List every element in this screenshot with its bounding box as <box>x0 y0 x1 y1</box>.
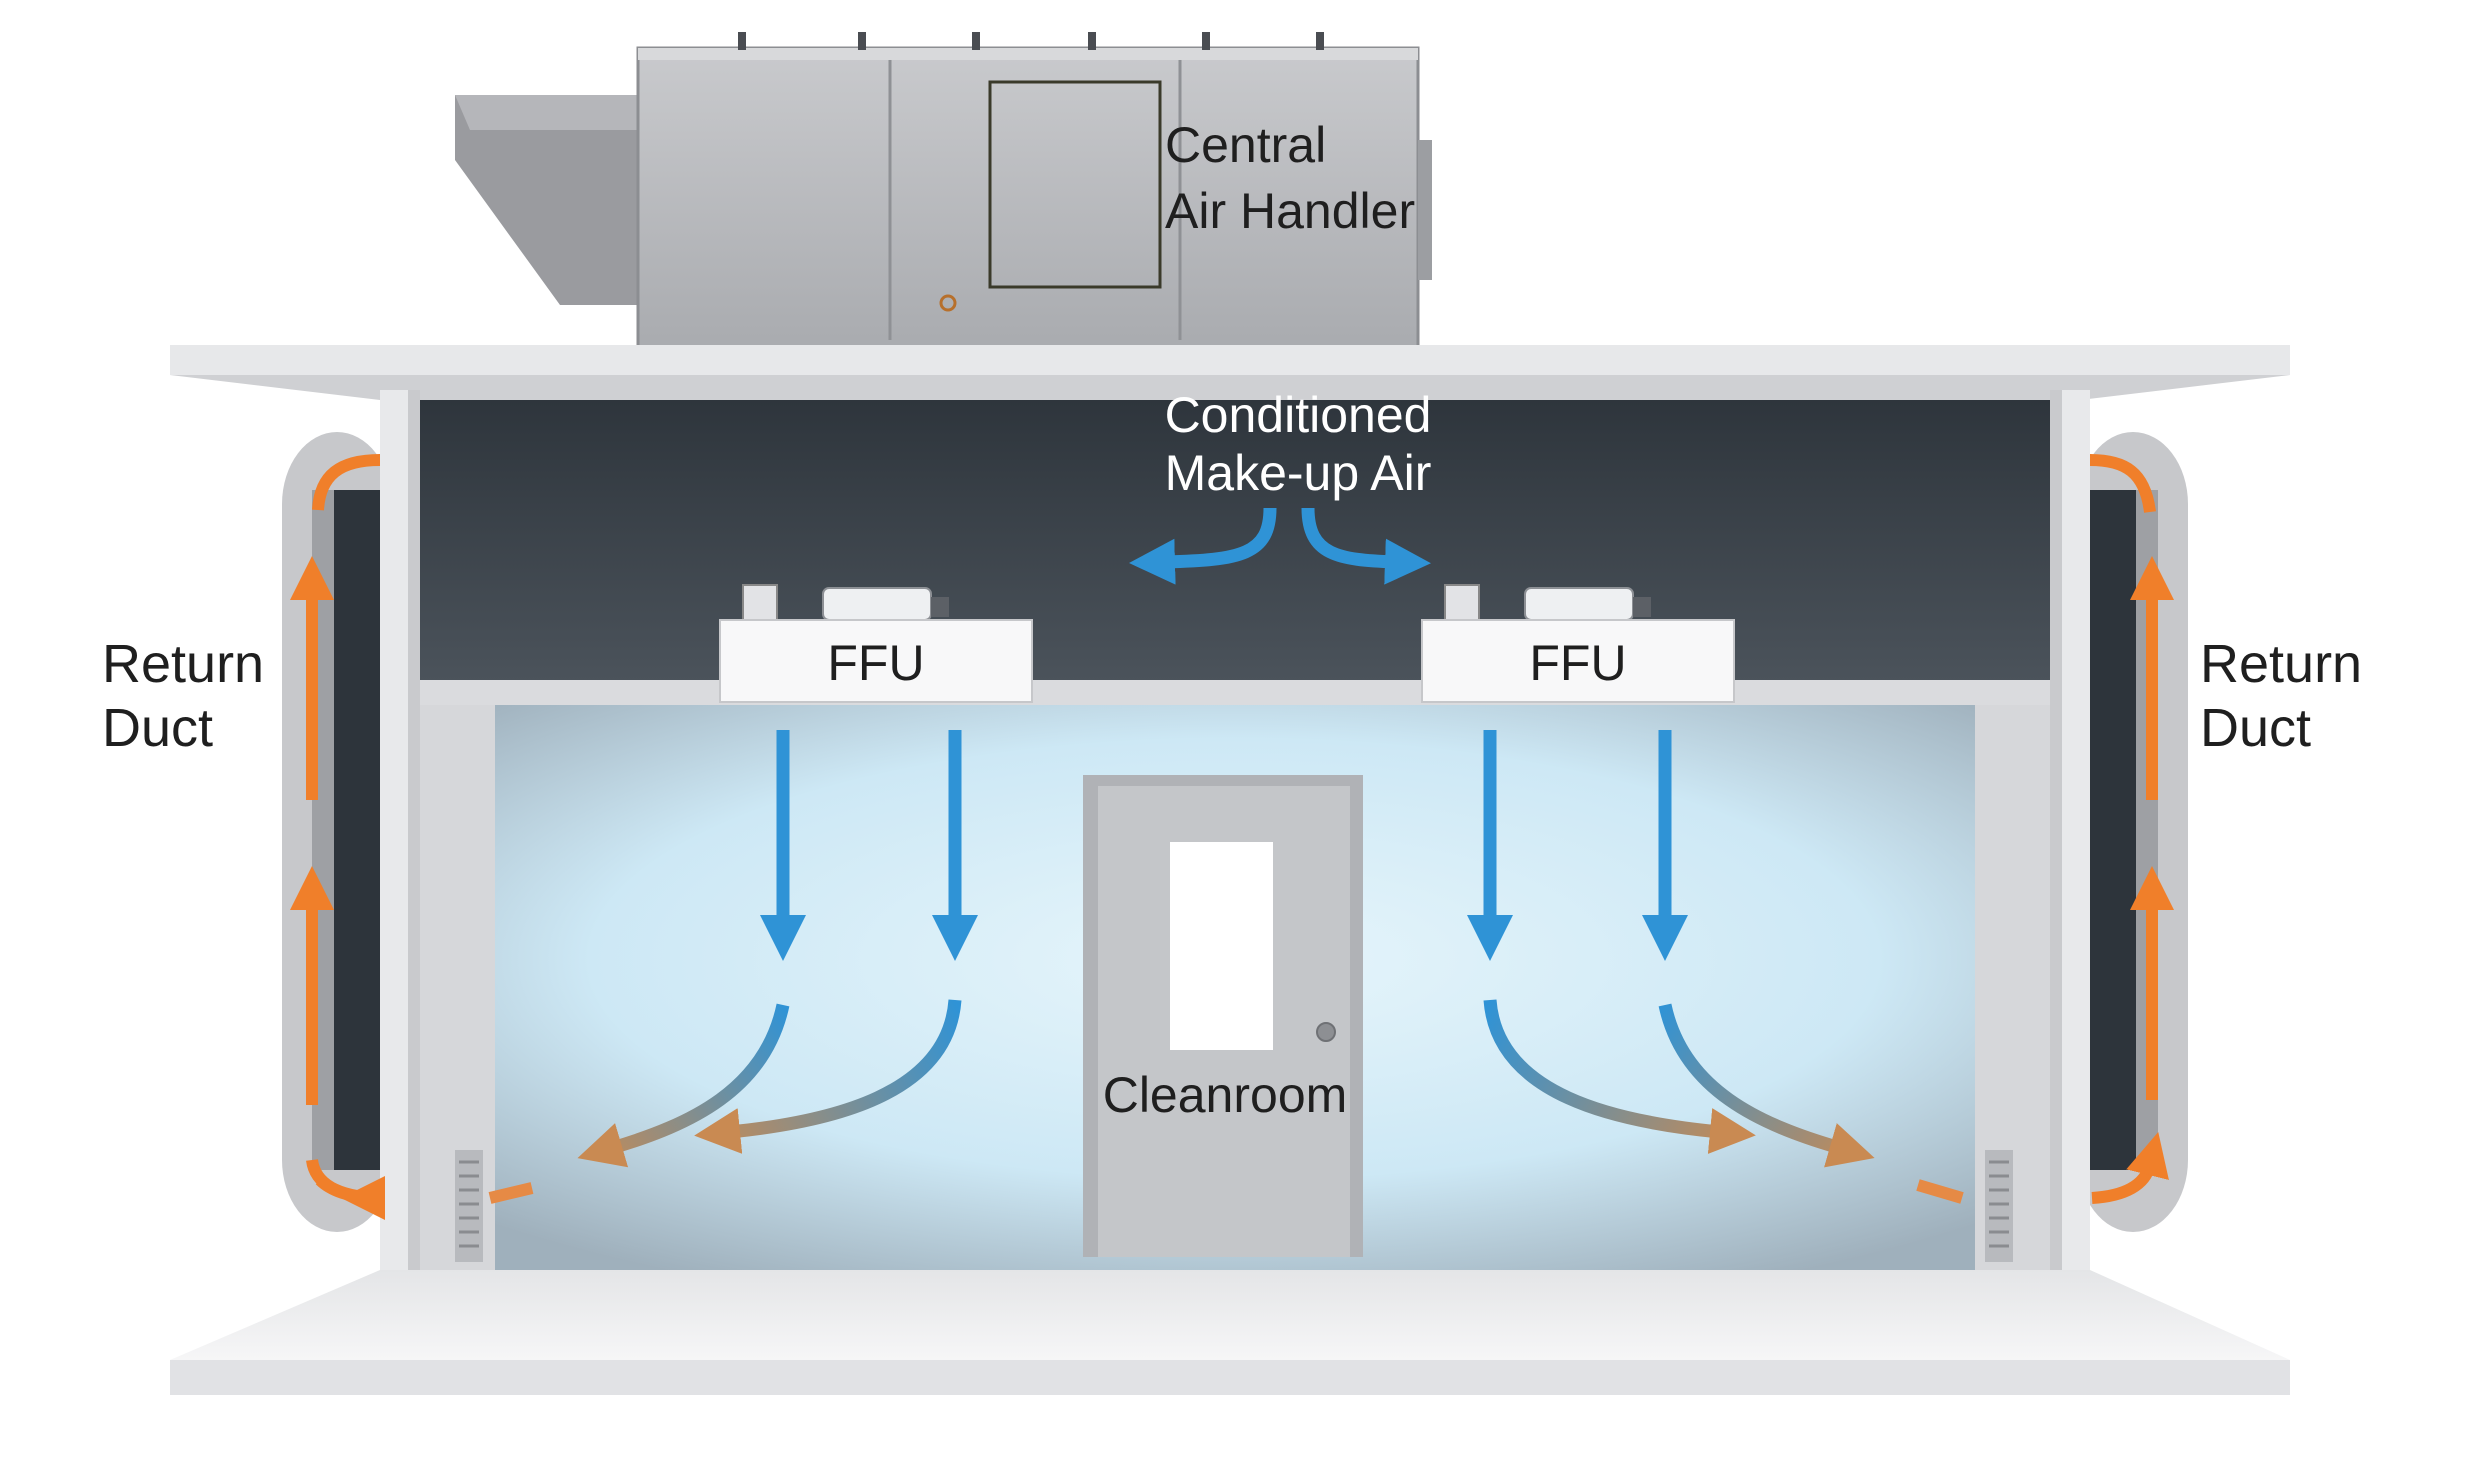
ffu-left-label: FFU <box>827 635 924 691</box>
return-flow-arrow-right-2 <box>1658 1003 1875 1168</box>
return-duct-left <box>282 432 392 1232</box>
makeup-arrow-left <box>1129 507 1277 585</box>
return-flow-arrow-left-2 <box>694 999 962 1154</box>
return-flow-arrow-left-1 <box>577 1003 790 1168</box>
ceiling-grid <box>408 680 2061 705</box>
door-handle <box>1316 1022 1336 1042</box>
air-handler-label-line1: Central <box>1165 117 1326 173</box>
floor-slab <box>170 1270 2290 1395</box>
ffu-right-unit <box>1421 584 1735 703</box>
return-grille-right <box>1985 1150 2013 1262</box>
return-duct-right <box>2078 432 2188 1232</box>
grille-inflow-right <box>1916 1179 1964 1204</box>
makeup-arrow-right <box>1301 507 1431 585</box>
left-exterior-wall <box>380 390 410 1330</box>
right-exterior-wall <box>2060 390 2090 1330</box>
plenum-space <box>408 400 2061 682</box>
return-duct-left-label-line2: Duct <box>102 698 213 758</box>
cleanroom-label: Cleanroom <box>1103 1067 1348 1123</box>
central-air-handler <box>455 32 1432 352</box>
makeup-air-label-line2: Make-up Air <box>1165 445 1432 501</box>
grille-inflow-left <box>488 1182 534 1204</box>
return-duct-airflow-left <box>290 454 386 1221</box>
return-flow-arrow-right-1 <box>1483 999 1756 1154</box>
return-duct-left-label-line1: Return <box>102 634 264 694</box>
makeup-air-label-line1: Conditioned <box>1165 387 1432 443</box>
air-handler-label-line2: Air Handler <box>1165 183 1415 239</box>
return-duct-right-label-line2: Duct <box>2200 698 2311 758</box>
cleanroom-door <box>1083 775 1363 1257</box>
return-duct-right-label-line1: Return <box>2200 634 2362 694</box>
door-window <box>1170 842 1273 1050</box>
ffu-left-unit <box>719 584 1033 703</box>
return-duct-airflow-right <box>2089 454 2174 1204</box>
return-grille-left <box>455 1150 483 1262</box>
roof-slab <box>170 345 2290 400</box>
ffu-right-label: FFU <box>1529 635 1626 691</box>
